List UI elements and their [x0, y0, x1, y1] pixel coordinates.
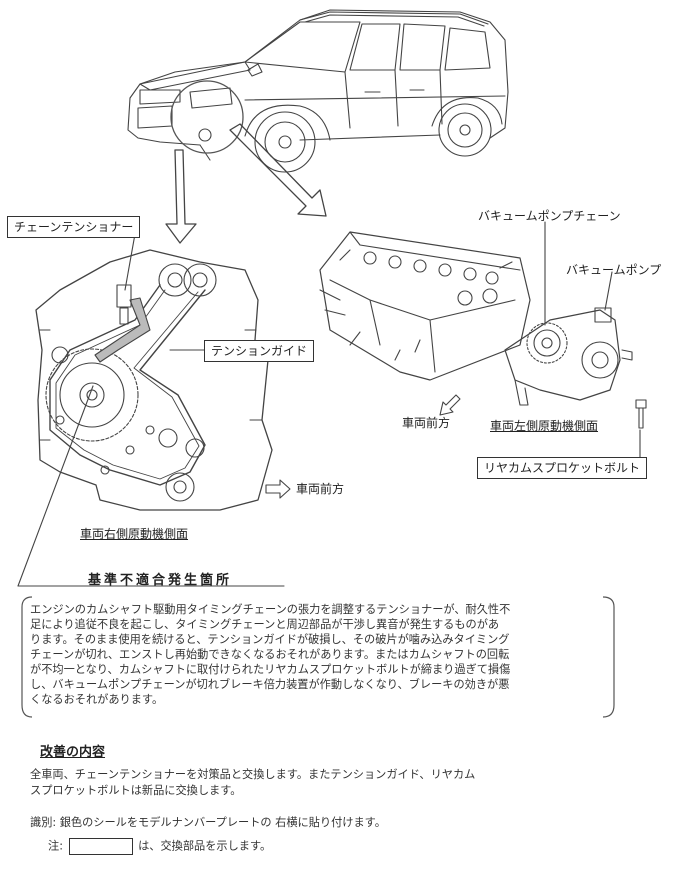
identification-text: 識別: 銀色のシールをモデルナンバープレートの 右横に貼り付けます。 [30, 816, 386, 829]
cylinder-head-illustration [319, 231, 647, 429]
defect-line: 足により追従不良を起こし、タイミングチェーンと周辺部品が干渉し異音が発生するもの… [30, 618, 500, 631]
improvement-description: 全車両、チェーンテンショナーを対策品と交換します。またテンションガイド、リヤカム… [30, 767, 475, 799]
chain-tensioner-label: チェーンテンショナー [7, 216, 141, 238]
defect-section-title: 基準不適合発生箇所 [88, 573, 233, 588]
improvement-line: スプロケットボルトは新品に交換します。 [30, 784, 242, 797]
vacuum-pump-label: バキュームポンプ [566, 263, 662, 277]
improvement-line: 全車両、チェーンテンショナーを対策品と交換します。またテンションガイド、リヤカム [30, 768, 476, 781]
defect-line: エンジンのカムシャフト駆動用タイミングチェーンの張力を調整するテンショナーが、耐… [30, 603, 511, 616]
defect-line: チェーンが切れ、エンストし再始動できなくなるおそれがあります。またはカムシャフト… [30, 648, 510, 661]
left-side-engine-caption: 車両左側原動機側面 [490, 419, 599, 433]
vehicle-front-label-left-side: 車両前方 [402, 416, 451, 430]
car-illustration [127, 9, 509, 173]
defect-line: ります。そのまま使用を続けると、テンションガイドが破損し、その破片が噛み込みタイ… [30, 633, 510, 646]
timing-chain-illustration [35, 249, 273, 511]
defect-line: し、バキュームポンプチェーンが切れブレーキ倍力装置が作動しなくなり、ブレーキの効… [30, 678, 510, 691]
note-suffix: は、交換部品を示します。 [138, 839, 272, 853]
vehicle-front-label-right-side: 車両前方 [296, 482, 345, 496]
note-prefix: 注: [48, 839, 63, 853]
replacement-part-box-icon [68, 838, 133, 855]
rear-cam-sprocket-bolt-label: リヤカムスプロケットボルト [477, 457, 648, 479]
defect-line: くなるおそれがあります。 [30, 693, 164, 706]
vacuum-pump-chain-label: バキュームポンプチェーン [478, 209, 621, 223]
defect-description: エンジンのカムシャフト駆動用タイミングチェーンの張力を調整するテンショナーが、耐… [30, 602, 610, 707]
tension-guide-label: テンションガイド [204, 340, 315, 362]
right-side-engine-caption: 車両右側原動機側面 [80, 527, 189, 541]
note-line: 注: は、交換部品を示します。 [48, 838, 271, 855]
improvement-title: 改善の内容 [40, 745, 106, 760]
defect-line: が不均一となり、カムシャフトに取付けられたリヤカムスプロケットボルトが締まり過ぎ… [30, 663, 511, 676]
